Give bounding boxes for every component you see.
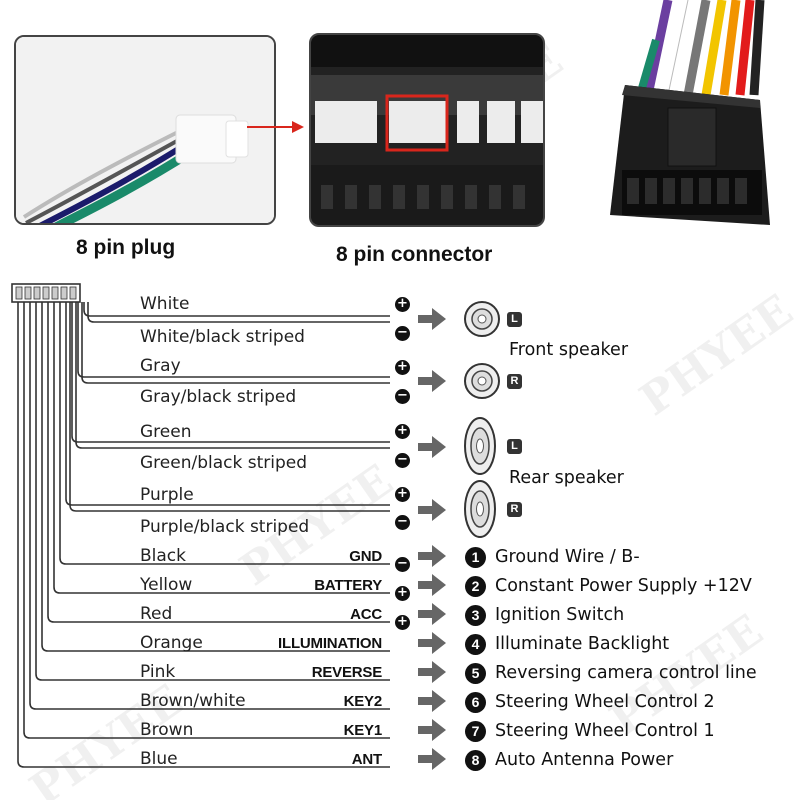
wire-code-label: BATTERY [314, 577, 382, 594]
minus-sign: − [395, 515, 410, 530]
pin-number-badge: 2 [465, 576, 486, 597]
plus-sign: + [395, 615, 410, 630]
front-speaker-label: Front speaker [509, 340, 629, 360]
connector-illustration [311, 35, 543, 225]
wire-color-label: Pink [140, 662, 176, 682]
wire-function-label: Ground Wire / B- [495, 547, 640, 567]
rear-speaker-label: Rear speaker [509, 468, 624, 488]
left-badge: L [507, 312, 522, 327]
plus-sign: + [395, 487, 410, 502]
plus-sign: + [395, 297, 410, 312]
wire-code-label: KEY2 [343, 693, 383, 710]
arrow-icon [418, 719, 446, 741]
arrow-icon [418, 574, 446, 596]
minus-sign: − [395, 557, 410, 572]
plus-sign: + [395, 360, 410, 375]
wire-label-green-black: Green/black striped [140, 453, 308, 473]
plus-sign: + [395, 424, 410, 439]
wire-label-gray: Gray [140, 356, 181, 376]
left-badge: L [507, 439, 522, 454]
pin-number-badge: 7 [465, 721, 486, 742]
harness-wires [636, 0, 765, 97]
right-badge: R [507, 374, 522, 389]
arrow-icon [418, 436, 446, 458]
wire-code-label: GND [349, 548, 382, 565]
arrow-icon [418, 545, 446, 567]
harness-plug-icon [11, 283, 81, 303]
arrow-icon [418, 499, 446, 521]
wire-color-label: Yellow [140, 575, 193, 595]
arrow-icon [418, 308, 446, 330]
arrow-icon [418, 370, 446, 392]
wire-code-label: ACC [350, 606, 382, 623]
minus-sign: − [395, 453, 410, 468]
wire-function-label: Auto Antenna Power [495, 750, 674, 770]
arrow-icon [418, 603, 446, 625]
wire-label-purple-black: Purple/black striped [140, 517, 310, 537]
wire-label-white-black: White/black striped [140, 327, 305, 347]
pin-number-badge: 4 [465, 634, 486, 655]
wire-color-label: Brown/white [140, 691, 246, 711]
arrow-icon [418, 632, 446, 654]
arrow-icon [418, 661, 446, 683]
plug-illustration [16, 37, 274, 223]
wire-code-label: ANT [351, 751, 382, 768]
wire-color-label: Orange [140, 633, 203, 653]
wire-label-white: White [140, 294, 190, 314]
wire-code-label: ILLUMINATION [278, 635, 382, 652]
plug-photo [14, 35, 276, 225]
right-badge: R [507, 502, 522, 517]
wire-function-label: Reversing camera control line [495, 663, 757, 683]
front-speaker-left-icon [464, 301, 500, 337]
wire-label-gray-black: Gray/black striped [140, 387, 297, 407]
minus-sign: − [395, 389, 410, 404]
rear-speaker-left-icon [464, 417, 496, 475]
speaker-arrows [418, 308, 446, 521]
wire-color-label: Black [140, 546, 186, 566]
plus-sign: + [395, 586, 410, 601]
watermark-3: PHYEE [631, 284, 800, 427]
minus-sign: − [395, 326, 410, 341]
wire-function-label: Steering Wheel Control 2 [495, 692, 715, 712]
wire-color-label: Brown [140, 720, 194, 740]
wire-label-purple: Purple [140, 485, 194, 505]
wire-function-label: Illuminate Backlight [495, 634, 670, 654]
wire-function-label: Constant Power Supply +12V [495, 576, 752, 596]
wire-function-label: Ignition Switch [495, 605, 625, 625]
front-speaker-right-icon [464, 363, 500, 399]
rear-speaker-right-icon [464, 480, 496, 538]
wire-color-label: Blue [140, 749, 178, 769]
wire-color-label: Red [140, 604, 173, 624]
pin-number-badge: 6 [465, 692, 486, 713]
pin-number-badge: 5 [465, 663, 486, 684]
pin-number-badge: 1 [465, 547, 486, 568]
pin-number-badge: 8 [465, 750, 486, 771]
arrow-icon [418, 690, 446, 712]
plug-caption: 8 pin plug [76, 236, 176, 259]
wire-function-label: Steering Wheel Control 1 [495, 721, 715, 741]
pin-number-badge: 3 [465, 605, 486, 626]
wire-code-label: REVERSE [311, 664, 382, 681]
connector-photo [309, 33, 545, 227]
connector-caption: 8 pin connector [336, 243, 493, 266]
arrow-icon [418, 748, 446, 770]
wire-code-label: KEY1 [343, 722, 383, 739]
wire-label-green: Green [140, 422, 192, 442]
